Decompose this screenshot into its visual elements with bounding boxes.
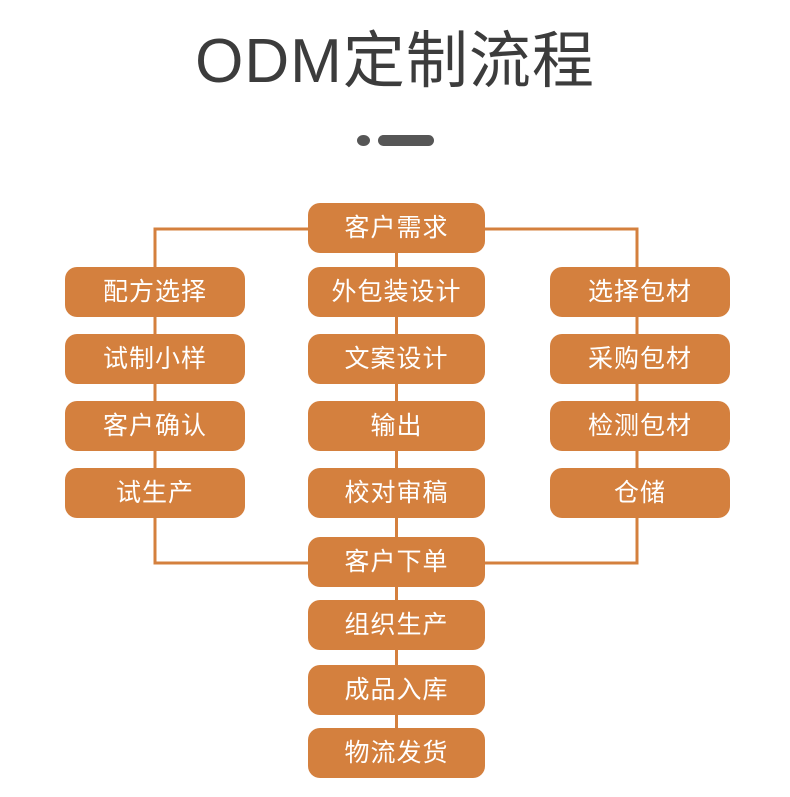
node-trial-production[interactable]: 试生产 bbox=[65, 468, 245, 518]
node-customer-requirement[interactable]: 客户需求 bbox=[308, 203, 485, 253]
node-inspect-packaging-material[interactable]: 检测包材 bbox=[550, 401, 730, 451]
decor-dot-icon bbox=[356, 134, 370, 146]
node-outer-packaging-design[interactable]: 外包装设计 bbox=[308, 267, 485, 317]
node-customer-confirmation[interactable]: 客户确认 bbox=[65, 401, 245, 451]
node-warehousing[interactable]: 仓储 bbox=[550, 468, 730, 518]
edge-right-to-order bbox=[485, 518, 639, 565]
node-copywriting-design[interactable]: 文案设计 bbox=[308, 334, 485, 384]
edge-left-to-order bbox=[153, 518, 308, 565]
title-decoration bbox=[0, 133, 790, 147]
node-organize-production[interactable]: 组织生产 bbox=[308, 600, 485, 650]
node-output[interactable]: 输出 bbox=[308, 401, 485, 451]
node-proofreading-review[interactable]: 校对审稿 bbox=[308, 468, 485, 518]
page-title: ODM定制流程 bbox=[195, 27, 595, 96]
node-customer-order[interactable]: 客户下单 bbox=[308, 537, 485, 587]
header: ODM定制流程 bbox=[0, 0, 790, 180]
node-purchase-packaging-material[interactable]: 采购包材 bbox=[550, 334, 730, 384]
node-trial-sample[interactable]: 试制小样 bbox=[65, 334, 245, 384]
node-formula-selection[interactable]: 配方选择 bbox=[65, 267, 245, 317]
node-finished-goods-warehousing[interactable]: 成品入库 bbox=[308, 665, 485, 715]
node-select-packaging-material[interactable]: 选择包材 bbox=[550, 267, 730, 317]
node-logistics-shipment[interactable]: 物流发货 bbox=[308, 728, 485, 778]
edge-root-to-left bbox=[153, 227, 308, 267]
decor-bar-icon bbox=[377, 134, 434, 146]
edge-root-to-right bbox=[485, 227, 639, 267]
